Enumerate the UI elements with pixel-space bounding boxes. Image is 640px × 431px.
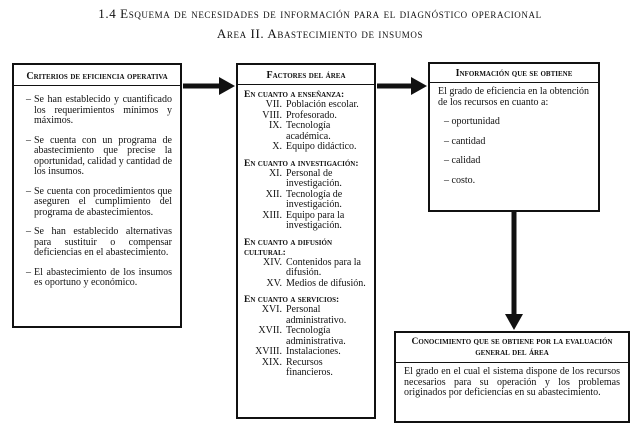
factor-row: VIII. Profesorado. <box>244 109 368 122</box>
factor-text: Tecnología administrativa. <box>286 325 346 347</box>
informacion-item: – cantidad <box>444 135 486 147</box>
factor-row: XIV. Contenidos para la difusión. <box>244 256 368 279</box>
arrow-criterios-to-factores <box>183 77 235 95</box>
conocimiento-text: El grado en el cual el sistema dispone d… <box>404 366 620 398</box>
factor-row: XIII. Equipo para la investigación. <box>244 209 368 232</box>
factor-text: Personal administrativo. <box>286 304 347 326</box>
factores-heading: Factores del área <box>238 65 374 85</box>
factor-text: Equipo para la investigación. <box>286 209 345 231</box>
factor-number: XII. <box>265 188 282 200</box>
page-title: 1.4 Esquema de necesidades de informació… <box>98 6 542 21</box>
criterio-item: Se han establecido y cuantificado los re… <box>26 94 172 127</box>
section-label-difusion: En cuanto a difusión cultural: <box>244 237 333 258</box>
section-label-investigacion: En cuanto a investigación: <box>244 158 359 169</box>
factor-number: IX. <box>268 120 282 131</box>
factor-number: X. <box>272 141 282 152</box>
factor-row: XVI. Personal administrativo. <box>244 304 368 326</box>
informacion-heading: Información que se obtiene <box>430 64 598 83</box>
criterios-heading: Criterios de eficiencia operativa <box>14 65 180 86</box>
factores-box: Factores del área En cuanto a enseñanza:… <box>236 63 376 419</box>
factor-number: VIII. <box>262 109 282 121</box>
page-subtitle: Area II. Abastecimiento de insumos <box>216 26 424 41</box>
criterios-box: Criterios de eficiencia operativa Se han… <box>12 63 182 328</box>
conocimiento-box: Conocimiento que se obtiene por la evalu… <box>394 331 630 423</box>
informacion-item: – calidad <box>444 155 481 166</box>
factor-number: XVIII. <box>255 346 282 357</box>
factor-row: IX. Tecnología académica. <box>244 120 368 142</box>
factor-row: XI. Personal de investigación. <box>244 167 368 190</box>
criterios-list: Se han establecido y cuantificado los re… <box>14 94 180 289</box>
factor-row: X. Equipo didáctico. <box>244 141 368 153</box>
informacion-intro: El grado de eficiencia en la obtención d… <box>438 86 590 108</box>
factor-row: VII. Población escolar. <box>244 99 368 111</box>
informacion-item: – costo. <box>444 174 476 186</box>
factores-list: En cuanto a enseñanza: VII. Población esc… <box>238 85 374 379</box>
factor-text: Población escolar. <box>286 99 359 110</box>
factor-number: VII. <box>265 99 282 110</box>
criterio-item: Se han establecido alternativas para sus… <box>26 226 172 259</box>
factor-number: XI. <box>268 167 282 179</box>
informacion-item: – oportunidad <box>444 116 500 127</box>
factor-text: Personal de investigación. <box>286 167 342 189</box>
factor-text: Recursos financieros. <box>286 356 333 378</box>
factor-text: Instalaciones. <box>286 346 341 357</box>
factor-number: XVI. <box>261 304 282 315</box>
factor-row: XVIII. Instalaciones. <box>244 346 368 358</box>
factor-number: XVII. <box>258 325 282 336</box>
factor-text: Medios de difusión. <box>286 277 366 289</box>
factor-text: Tecnología académica. <box>286 120 331 142</box>
criterio-item: El abastecimiento de los insumos es opor… <box>26 267 172 289</box>
arrow-factores-to-informacion <box>377 77 427 95</box>
criterio-item: Se cuenta con procedimientos que asegure… <box>26 186 172 219</box>
factor-text: Contenidos para la difusión. <box>286 256 361 278</box>
arrow-informacion-to-conocimiento <box>505 212 523 330</box>
section-label-ensenanza: En cuanto a enseñanza: <box>244 90 345 100</box>
factor-text: Profesorado. <box>286 109 337 121</box>
conocimiento-heading: Conocimiento que se obtiene por la evalu… <box>396 333 628 363</box>
factor-number: XIV. <box>263 256 282 268</box>
factor-number: XIX. <box>261 356 282 368</box>
factor-row: XVII. Tecnología administrativa. <box>244 325 368 347</box>
factor-text: Tecnología de investigación. <box>286 188 343 210</box>
factor-number: XV. <box>266 277 282 289</box>
criterio-item: Se cuenta con un programa de abastecimie… <box>26 135 172 178</box>
factor-row: XV. Medios de difusión. <box>244 277 368 290</box>
informacion-body: El grado de eficiencia en la obtención d… <box>430 83 598 186</box>
factor-text: Equipo didáctico. <box>286 141 357 152</box>
section-label-servicios: En cuanto a servicios: <box>244 295 340 305</box>
factor-row: XII. Tecnología de investigación. <box>244 188 368 211</box>
factor-row: XIX. Recursos financieros. <box>244 356 368 379</box>
informacion-box: Información que se obtiene El grado de e… <box>428 62 600 212</box>
factor-number: XIII. <box>262 209 282 221</box>
